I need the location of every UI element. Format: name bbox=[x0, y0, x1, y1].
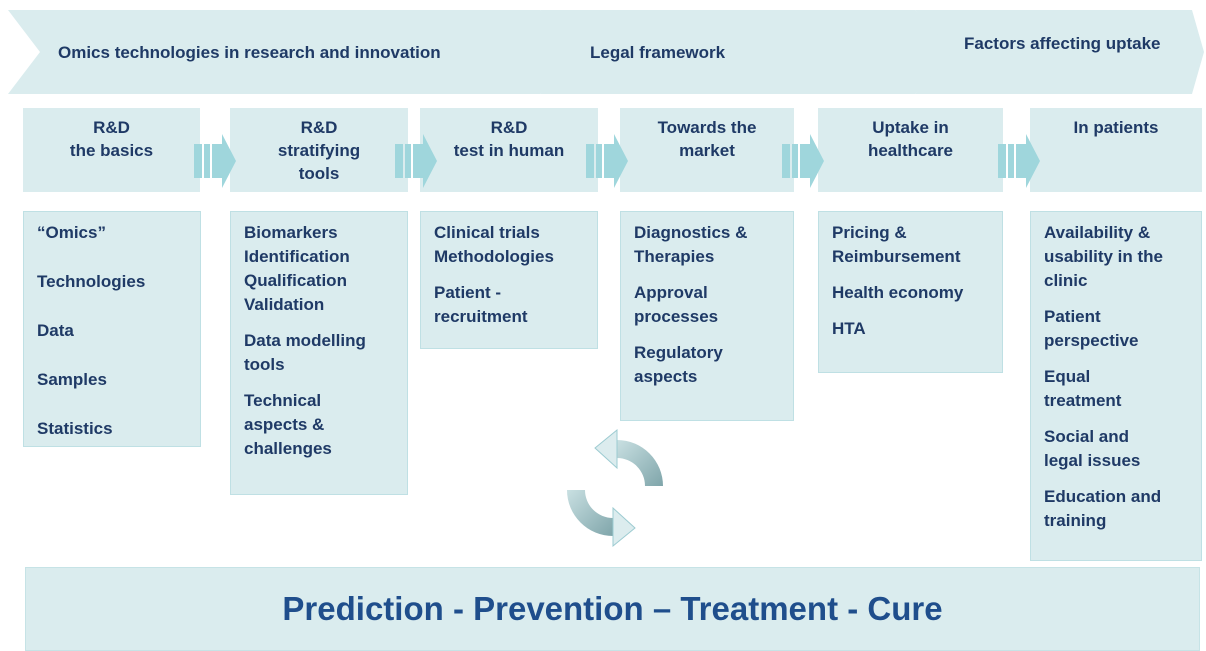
box-item: “Omics” bbox=[37, 223, 106, 242]
box-item: Technologies bbox=[37, 272, 146, 291]
box-item: Approval processes bbox=[634, 283, 719, 326]
arrow-right-icon bbox=[998, 134, 1040, 188]
chevron-label-omics: Omics technologies in research and innov… bbox=[58, 43, 441, 62]
stage-test-in-human: R&D test in human bbox=[420, 108, 598, 192]
stage-line: tools bbox=[298, 164, 340, 183]
box-basics: “Omics” Technologies Data Samples Statis… bbox=[23, 211, 201, 447]
chevron-shape-omics bbox=[8, 10, 590, 94]
arrow-right-icon bbox=[782, 134, 824, 188]
stage-line: stratifying bbox=[277, 141, 361, 160]
chevron-label-legal: Legal framework bbox=[590, 43, 726, 62]
stage-line: R&D bbox=[93, 118, 130, 137]
chevron-shape-factors bbox=[915, 10, 1204, 94]
box-item: Pricing & Reimbursement bbox=[832, 223, 961, 266]
box-item: Technical aspects & challenges bbox=[244, 391, 332, 458]
stage-stratifying: R&D stratifying tools bbox=[230, 108, 408, 192]
stage-towards-market: Towards the market bbox=[620, 108, 794, 192]
chevron-band bbox=[8, 10, 1204, 94]
stage-uptake-healthcare: Uptake in healthcare bbox=[818, 108, 1003, 192]
stage-in-patients: In patients bbox=[1030, 108, 1202, 192]
box-item: Samples bbox=[37, 370, 107, 389]
box-item: Health economy bbox=[832, 283, 964, 302]
cycle-arrows-icon bbox=[567, 428, 663, 548]
arrow-right-icon bbox=[586, 134, 628, 188]
arrow-right-icon bbox=[194, 134, 236, 188]
box-item: Education and training bbox=[1044, 487, 1162, 530]
box-item: HTA bbox=[832, 319, 866, 338]
stage-basics: R&D the basics bbox=[23, 108, 200, 192]
stage-line: healthcare bbox=[867, 141, 954, 160]
chevron-label-factors: Factors affecting uptake bbox=[964, 34, 1161, 53]
box-item: Social and legal issues bbox=[1044, 427, 1141, 470]
stage-line: Uptake in bbox=[872, 118, 949, 137]
box-towards-market: Diagnostics & Therapies Approval process… bbox=[620, 211, 794, 421]
box-item: Statistics bbox=[37, 419, 113, 438]
box-item: Data bbox=[37, 321, 74, 340]
banner-text: Prediction - Prevention – Treatment - Cu… bbox=[282, 590, 943, 627]
box-item: Diagnostics & Therapies bbox=[634, 223, 748, 266]
stage-line: In patients bbox=[1073, 118, 1159, 137]
box-item: Regulatory aspects bbox=[634, 343, 723, 386]
box-item: Biomarkers Identification Qualification … bbox=[244, 223, 350, 314]
stage-line: test in human bbox=[453, 141, 565, 160]
stage-line: Towards the bbox=[657, 118, 757, 137]
box-item: Patient perspective bbox=[1044, 307, 1139, 350]
box-stratifying: Biomarkers Identification Qualification … bbox=[230, 211, 408, 495]
box-item: Equal treatment bbox=[1044, 367, 1122, 410]
stage-line: R&D bbox=[490, 118, 528, 137]
box-in-patients: Availability & usability in the clinic P… bbox=[1030, 211, 1202, 561]
box-uptake-healthcare: Pricing & Reimbursement Health economy H… bbox=[818, 211, 1003, 373]
box-item: Data modelling tools bbox=[244, 331, 366, 374]
stage-line: market bbox=[679, 141, 735, 160]
arrow-right-icon bbox=[395, 134, 437, 188]
box-item: Availability & usability in the clinic bbox=[1044, 223, 1164, 290]
box-item: Clinical trials Methodologies bbox=[434, 223, 554, 266]
stage-line: the basics bbox=[69, 141, 154, 160]
chevron-shape-legal bbox=[540, 10, 958, 94]
box-item: Patient - recruitment bbox=[434, 283, 528, 326]
stage-line: R&D bbox=[300, 118, 338, 137]
outcome-banner: Prediction - Prevention – Treatment - Cu… bbox=[25, 567, 1200, 651]
box-test-in-human: Clinical trials Methodologies Patient - … bbox=[420, 211, 598, 349]
